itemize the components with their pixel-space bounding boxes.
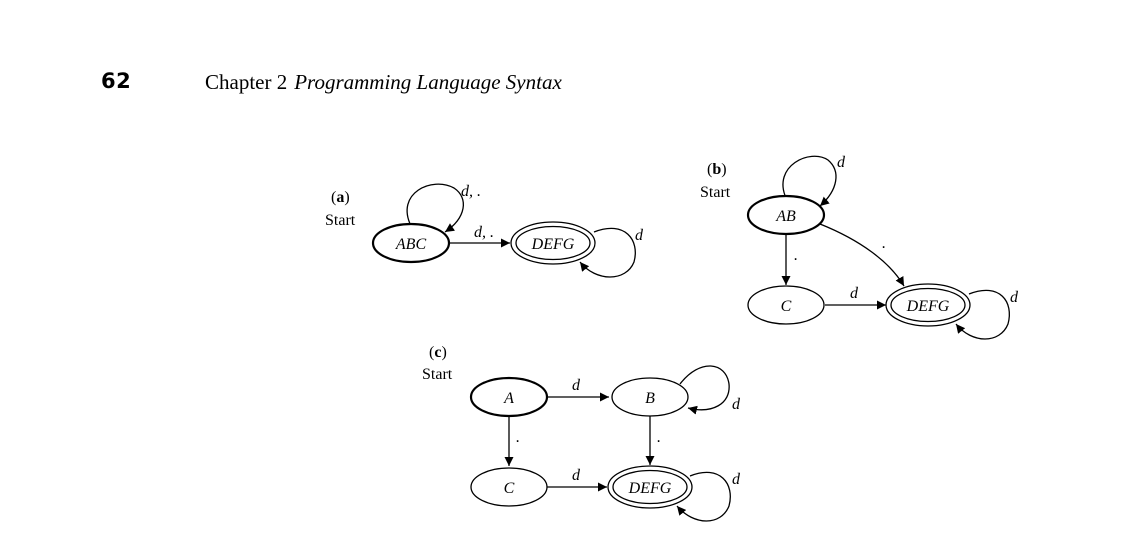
edge-c-b-self — [679, 365, 730, 415]
edge-label-c-defg-self: d — [732, 471, 741, 488]
edge-label-c-c-to-defg: d — [572, 467, 581, 484]
page-number: 62 — [101, 69, 132, 93]
panel-label-c: (c) — [429, 344, 447, 361]
chapter-title: Programming Language Syntax — [294, 70, 562, 94]
node-a-defg-inner — [515, 225, 591, 261]
node-c-c — [470, 467, 548, 507]
edge-label-a-abc-to-defg: d, . — [474, 224, 494, 241]
edge-a-abc-self — [406, 183, 464, 233]
edge-label-b-c-to-defg: d — [850, 285, 859, 302]
edge-label-b-ab-self: d — [837, 154, 846, 171]
node-label-c-b: B — [645, 390, 655, 407]
start-label-b: Start — [700, 184, 731, 201]
edge-label-c-a-to-c: . — [516, 429, 520, 446]
node-label-b-defg: DEFG — [906, 298, 950, 315]
edge-label-c-a-to-b: d — [572, 377, 581, 394]
node-c-b — [611, 377, 689, 417]
edge-b-ab-to-defg — [819, 223, 905, 287]
edge-label-b-defg-self: d — [1010, 289, 1019, 306]
diagram-c: (c) Start d d . . d d A B C DEFG — [422, 344, 741, 522]
edge-b-ab-self — [782, 155, 837, 207]
edge-a-defg-self — [579, 227, 636, 278]
edge-label-b-ab-to-defg: . — [882, 235, 886, 252]
diagram-b: (b) Start d . . d d AB C DEFG — [700, 154, 1019, 340]
node-label-c-defg: DEFG — [628, 480, 672, 497]
panel-label-b: (b) — [707, 161, 727, 178]
start-label-c: Start — [422, 366, 453, 383]
edge-label-b-ab-to-c: . — [794, 247, 798, 264]
edge-label-a-defg-self: d — [635, 227, 644, 244]
node-c-defg-inner — [612, 469, 688, 505]
node-label-a-defg: DEFG — [531, 236, 575, 253]
edge-label-a-abc-self: d, . — [461, 183, 481, 200]
node-label-b-c: C — [781, 298, 792, 315]
edge-c-defg-self — [676, 471, 731, 522]
node-b-ab — [746, 194, 826, 236]
edge-label-c-b-to-defg: . — [657, 429, 661, 446]
node-c-a — [469, 376, 549, 418]
node-label-c-a: A — [503, 390, 514, 407]
node-a-abc — [371, 222, 451, 264]
node-label-b-ab: AB — [775, 208, 796, 225]
edge-b-defg-self — [955, 289, 1010, 340]
chapter-prefix: Chapter 2 — [205, 70, 288, 94]
start-label-a: Start — [325, 212, 356, 229]
edge-label-c-b-self: d — [732, 396, 741, 413]
node-b-defg-inner — [890, 287, 966, 323]
node-b-c — [747, 285, 825, 325]
node-label-c-c: C — [504, 480, 515, 497]
node-label-a-abc: ABC — [395, 236, 427, 253]
diagram-a: (a) Start d, . d, . d ABC DEFG — [325, 183, 644, 278]
panel-label-a: (a) — [331, 189, 350, 206]
